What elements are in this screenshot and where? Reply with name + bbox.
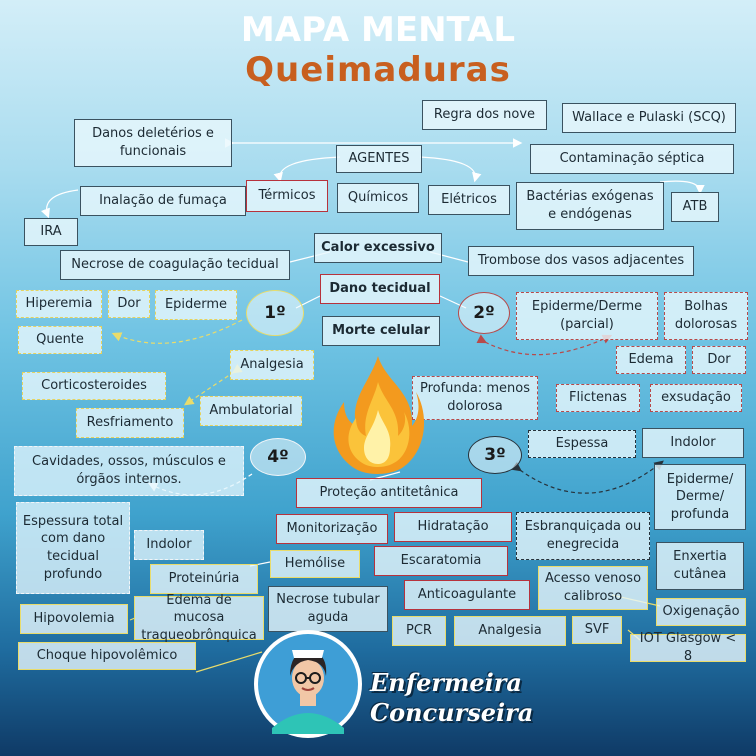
first-item-resfriamento: Resfriamento bbox=[76, 408, 184, 438]
third-item-anticoagulante: Anticoagulante bbox=[404, 580, 530, 610]
second-item-bolhas: Bolhas dolorosas bbox=[664, 292, 748, 340]
page-title: MAPA MENTAL bbox=[240, 10, 516, 50]
node-danos-deleterios: Danos deletérios e funcionais bbox=[74, 119, 232, 167]
third-item-analgesia: Analgesia bbox=[454, 616, 566, 646]
third-item-hidratacao: Hidratação bbox=[394, 512, 512, 542]
first-item-hiperemia: Hiperemia bbox=[16, 290, 102, 318]
first-item-analgesia: Analgesia bbox=[230, 350, 314, 380]
third-item-epiderme-derme-profunda: Epiderme/ Derme/ profunda bbox=[654, 464, 746, 530]
third-item-iot: IOT Glasgow < 8 bbox=[630, 631, 746, 664]
node-regra-dos-nove: Regra dos nove bbox=[422, 100, 547, 130]
node-eletricos: Elétricos bbox=[428, 185, 510, 215]
node-calor-excessivo: Calor excessivo bbox=[314, 233, 442, 263]
first-item-quente: Quente bbox=[18, 326, 102, 354]
third-item-oxigenacao: Oxigenação bbox=[656, 598, 746, 626]
third-item-pcr: PCR bbox=[392, 616, 446, 646]
second-item-flictenas: Flictenas bbox=[556, 384, 640, 412]
node-morte-celular: Morte celular bbox=[322, 316, 440, 346]
fourth-item-hemolise: Hemólise bbox=[270, 550, 360, 578]
fourth-item-espessura: Espessura total com dano tecidual profun… bbox=[16, 502, 130, 594]
nurse-avatar-icon bbox=[254, 630, 362, 738]
node-agentes: AGENTES bbox=[336, 145, 422, 173]
degree-second-ellipse: 2º bbox=[458, 292, 510, 334]
node-dano-tecidual: Dano tecidual bbox=[320, 274, 440, 304]
fourth-item-cavidades: Cavidades, ossos, músculos e órgãos inte… bbox=[14, 446, 244, 496]
second-item-exsudacao: exsudação bbox=[650, 384, 742, 412]
fourth-item-choque-hipovolemico: Choque hipovolêmico bbox=[18, 642, 196, 670]
node-atb: ATB bbox=[671, 192, 719, 222]
third-item-espessa: Espessa bbox=[528, 430, 636, 458]
fourth-item-indolor: Indolor bbox=[134, 530, 204, 560]
third-item-esbranquicada: Esbranquiçada ou enegrecida bbox=[516, 512, 650, 560]
brand-line-2: Concurseira bbox=[370, 698, 534, 727]
third-item-enxertia: Enxertia cutânea bbox=[656, 542, 744, 590]
first-item-dor: Dor bbox=[108, 290, 150, 318]
third-item-protecao-antitetanica: Proteção antitetânica bbox=[296, 478, 482, 508]
degree-first-ellipse: 1º bbox=[246, 290, 304, 336]
node-wallace-pulaski: Wallace e Pulaski (SCQ) bbox=[562, 103, 736, 133]
node-inalacao-fumaca: Inalação de fumaça bbox=[80, 186, 246, 216]
first-item-ambulatorial: Ambulatorial bbox=[200, 396, 302, 426]
node-quimicos: Químicos bbox=[337, 183, 419, 213]
node-termicos: Térmicos bbox=[246, 180, 328, 212]
degree-third-ellipse: 3º bbox=[468, 436, 522, 474]
fourth-item-proteinuria: Proteinúria bbox=[150, 564, 258, 594]
degree-fourth-ellipse: 4º bbox=[250, 438, 306, 476]
first-item-corticosteroides: Corticosteroides bbox=[22, 372, 166, 400]
flame-icon bbox=[333, 356, 425, 474]
second-item-epiderme-derme: Epiderme/Derme (parcial) bbox=[516, 292, 658, 340]
brand-line-1: Enfermeira bbox=[370, 668, 522, 697]
third-item-acesso-venoso: Acesso venoso calibroso bbox=[538, 566, 648, 610]
third-item-svf: SVF bbox=[572, 616, 622, 644]
second-item-dor: Dor bbox=[692, 346, 746, 374]
fourth-item-necrose-tubular: Necrose tubular aguda bbox=[268, 586, 388, 632]
node-bacterias: Bactérias exógenas e endógenas bbox=[516, 182, 664, 230]
first-item-epiderme: Epiderme bbox=[155, 290, 237, 320]
second-item-edema: Edema bbox=[616, 346, 686, 374]
node-trombose: Trombose dos vasos adjacentes bbox=[468, 246, 694, 276]
third-item-indolor: Indolor bbox=[642, 428, 744, 458]
node-necrose-coagulacao: Necrose de coagulação tecidual bbox=[60, 250, 290, 280]
fourth-item-hipovolemia: Hipovolemia bbox=[20, 604, 128, 634]
fourth-item-edema-mucosa: Edema de mucosa traqueobrônquica bbox=[134, 593, 264, 643]
second-item-profunda: Profunda: menos dolorosa bbox=[412, 376, 538, 420]
node-contaminacao-septica: Contaminação séptica bbox=[530, 144, 734, 174]
third-item-monitorizacao: Monitorização bbox=[276, 514, 388, 544]
page-subtitle: Queimaduras bbox=[245, 50, 511, 90]
third-item-escaratomia: Escaratomia bbox=[374, 546, 508, 576]
node-ira: IRA bbox=[24, 218, 78, 246]
